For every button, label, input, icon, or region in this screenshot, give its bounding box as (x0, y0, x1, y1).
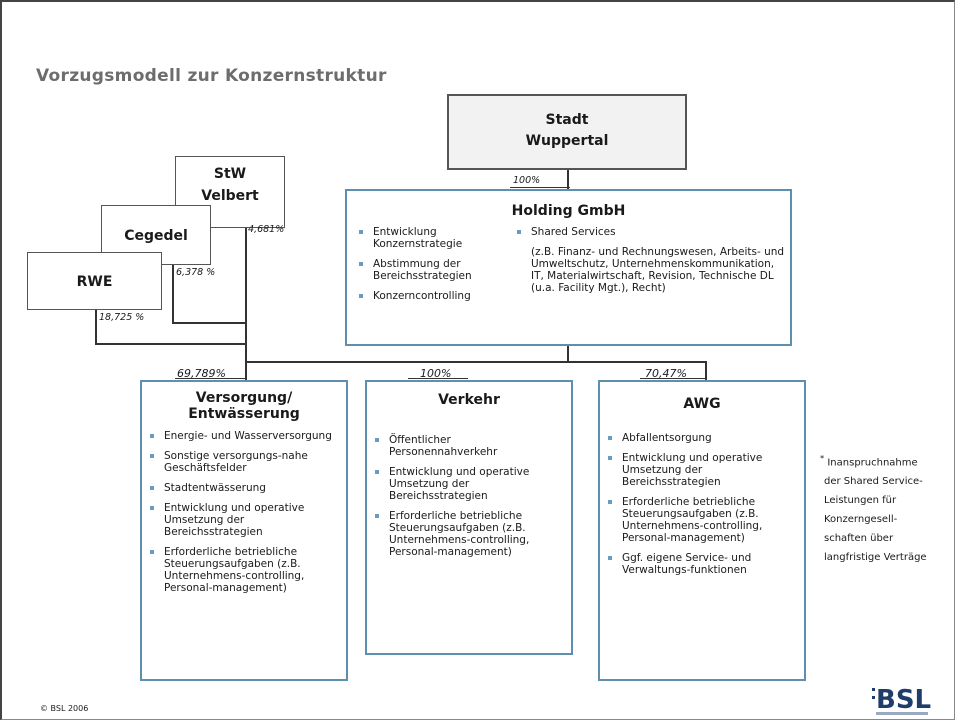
list-item: Entwicklung Konzernstrategie (359, 226, 509, 250)
connector-rwe-h (95, 343, 245, 345)
verkehr-box: Verkehr Öffentlicher Personennahverkehr … (365, 380, 573, 655)
stw-line2: Velbert (201, 188, 259, 204)
svg-text:BSL: BSL (876, 685, 931, 715)
footnote-line2: der Shared Service- (824, 476, 923, 488)
verkehr-title: Verkehr (438, 392, 500, 408)
connector-stw (245, 228, 247, 361)
page-title: Vorzugsmodell zur Konzernstruktur (36, 66, 387, 86)
list-item: Erforderliche betriebliche Steuerungsauf… (608, 496, 794, 544)
versorgung-title-2: Entwässerung (188, 406, 300, 422)
verkehr-percentage: 100% (420, 367, 452, 380)
rwe-percentage: 18,725 % (99, 312, 145, 323)
stw-percentage: 4,681% (248, 224, 285, 235)
versorgung-title-1: Versorgung/ (195, 390, 293, 406)
holding-box: Holding GmbH Entwicklung Konzernstrategi… (345, 189, 792, 346)
copyright: © BSL 2006 (40, 704, 89, 713)
footnote-line4: Konzerngesell- (824, 514, 898, 526)
list-item: Abstimmung der Bereichsstrategien (359, 258, 509, 282)
pct-underline-verkehr (408, 378, 468, 379)
list-item: Shared Services (z.B. Finanz- und Rechnu… (517, 226, 787, 294)
connector-rwe-v (95, 310, 97, 344)
awg-box: AWG Abfallentsorgung Entwicklung und ope… (598, 380, 806, 681)
rwe-box: RWE (27, 252, 162, 310)
list-item: Entwicklung und operative Umsetzung der … (608, 452, 794, 488)
versorgung-percentage: 69,789% (177, 367, 226, 380)
awg-list: Abfallentsorgung Entwicklung und operati… (608, 432, 794, 576)
shared-services-text: (z.B. Finanz- und Rechnungswesen, Arbeit… (531, 246, 785, 294)
footnote-star: * (820, 453, 825, 463)
footnote-line6: langfristige Verträge (824, 552, 927, 564)
stadt-line2: Wuppertal (525, 133, 609, 149)
footnote-line5: schaften über (824, 533, 894, 545)
list-item: Energie- und Wasserversorgung (150, 430, 336, 442)
footnote: * Inanspruchnahme der Shared Service- Le… (820, 449, 927, 567)
pct-underline-awg (640, 378, 705, 379)
list-item: Konzerncontrolling (359, 290, 509, 302)
versorgung-list: Energie- und Wasserversorgung Sonstige v… (150, 430, 336, 594)
versorgung-title: Versorgung/ Entwässerung (142, 390, 346, 422)
stadt-line1: Stadt (545, 112, 589, 128)
bsl-logo: BSL (872, 680, 932, 720)
holding-percentage: 100% (513, 175, 541, 186)
verkehr-list: Öffentlicher Personennahverkehr Entwickl… (375, 434, 561, 558)
connector-horizontal (245, 361, 706, 363)
connector-holding-down (567, 346, 569, 361)
holding-title: Holding GmbH (511, 203, 626, 219)
footnote-line3: Leistungen für (824, 495, 897, 507)
list-item: Ggf. eigene Service- und Verwaltungs-fun… (608, 552, 794, 576)
awg-title: AWG (683, 396, 721, 412)
connector-cegedel-v (172, 265, 174, 323)
pct-underline-holding (510, 187, 570, 188)
list-item: Stadtentwässerung (150, 482, 336, 494)
versorgung-box: Versorgung/ Entwässerung Energie- und Wa… (140, 380, 348, 681)
awg-percentage: 70,47% (645, 367, 687, 380)
list-item: Erforderliche betriebliche Steuerungsauf… (150, 546, 336, 594)
cegedel-percentage: 6,378 % (176, 267, 216, 278)
list-item: Entwicklung und operative Umsetzung der … (150, 502, 336, 538)
footnote-line1: Inanspruchnahme (827, 457, 918, 469)
connector-cegedel-h (172, 322, 245, 324)
list-item: Erforderliche betriebliche Steuerungsauf… (375, 510, 561, 558)
stw-line1: StW (213, 166, 247, 182)
connector-stadt-holding (567, 170, 569, 189)
holding-right-list: Shared Services (z.B. Finanz- und Rechnu… (517, 226, 787, 302)
stadt-wuppertal-box: Stadt Wuppertal (447, 94, 687, 170)
connector-versorgung (245, 361, 247, 380)
connector-awg (705, 361, 707, 380)
holding-left-list: Entwicklung Konzernstrategie Abstimmung … (359, 226, 509, 310)
list-item: Entwicklung und operative Umsetzung der … (375, 466, 561, 502)
pct-underline-versorgung (175, 378, 245, 379)
list-item: Abfallentsorgung (608, 432, 794, 444)
list-item: Öffentlicher Personennahverkehr (375, 434, 561, 458)
list-item: Sonstige versorgungs-nahe Geschäftsfelde… (150, 450, 336, 474)
shared-services-head: Shared Services (531, 226, 616, 238)
bsl-logo-graphic: BSL (872, 685, 931, 715)
